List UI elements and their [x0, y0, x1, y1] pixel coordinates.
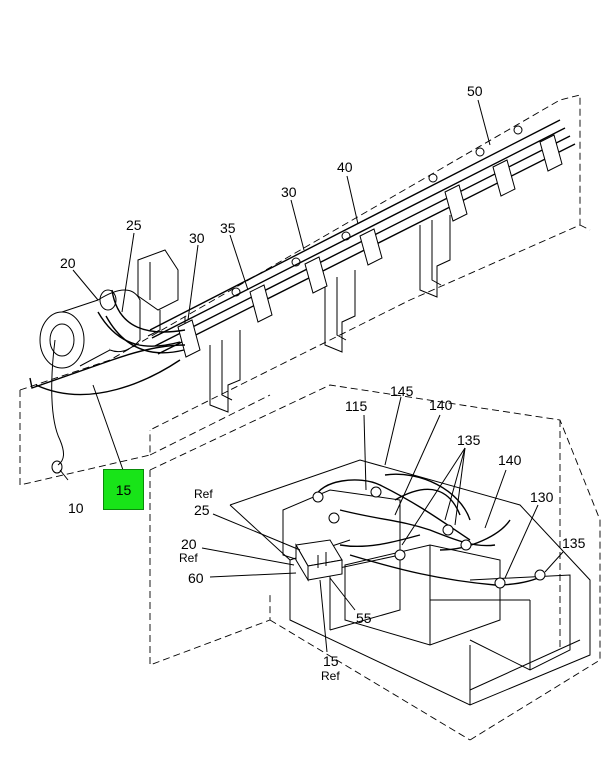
ref-label-bottom: Ref — [321, 669, 340, 683]
frame-brackets — [209, 215, 451, 413]
callout-15-bottom: 15 — [323, 653, 339, 669]
battery-cables-upper — [29, 289, 186, 474]
harness-clamps — [177, 125, 563, 358]
ref-label-mid: Ref — [179, 551, 198, 565]
callout-130: 130 — [530, 489, 554, 505]
callout-135-right: 135 — [562, 535, 586, 551]
callout-145: 145 — [390, 383, 414, 399]
callout-25: 25 — [126, 217, 142, 233]
callout-30-right: 30 — [281, 184, 297, 200]
starter-motor — [39, 249, 179, 369]
callout-20: 20 — [60, 255, 76, 271]
lower-leader-lines — [201, 396, 564, 653]
terminal-block — [295, 539, 343, 582]
callout-140-right: 140 — [498, 452, 522, 468]
battery-box-outline — [149, 384, 601, 741]
battery-cables-lower — [312, 473, 546, 589]
callout-55: 55 — [356, 610, 372, 626]
callout-140-top: 140 — [429, 397, 453, 413]
callout-60: 60 — [188, 570, 204, 586]
callout-30-left: 30 — [189, 230, 205, 246]
highlighted-callout-15[interactable]: 15 — [103, 469, 144, 510]
callout-50: 50 — [467, 83, 483, 99]
ref-label-top: Ref — [194, 487, 213, 501]
callout-40: 40 — [337, 159, 353, 175]
callout-35: 35 — [220, 220, 236, 236]
callout-135-top: 135 — [457, 432, 481, 448]
callout-25-ref: 25 — [194, 502, 210, 518]
upper-leader-lines — [59, 99, 491, 481]
callout-20-ref: 20 — [181, 536, 197, 552]
callout-115: 115 — [345, 398, 368, 414]
callout-10: 10 — [68, 500, 84, 516]
